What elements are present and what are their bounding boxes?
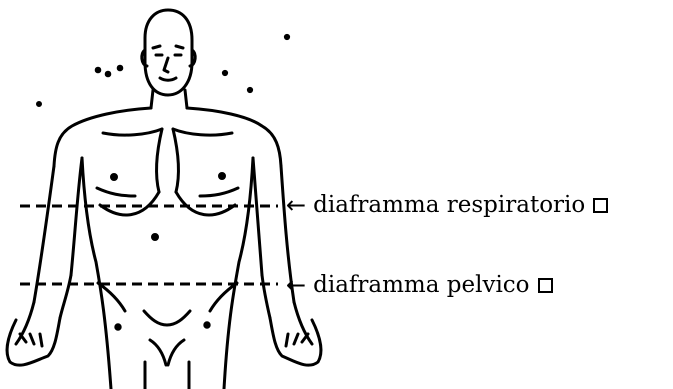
respiratory-checkbox[interactable]: [593, 198, 608, 213]
respiratory-diaphragm-text: diaframma respiratorio: [313, 194, 585, 217]
left-arrow-icon: ←: [286, 193, 306, 217]
pelvic-diaphragm-label: ← diaframma pelvico: [286, 273, 553, 297]
human-body-outline: [7, 10, 321, 389]
respiratory-diaphragm-label: ← diaframma respiratorio: [286, 193, 608, 217]
pelvic-checkbox[interactable]: [538, 278, 553, 293]
pelvic-diaphragm-text: diaframma pelvico: [313, 274, 529, 297]
left-arrow-icon: ←: [286, 273, 306, 297]
